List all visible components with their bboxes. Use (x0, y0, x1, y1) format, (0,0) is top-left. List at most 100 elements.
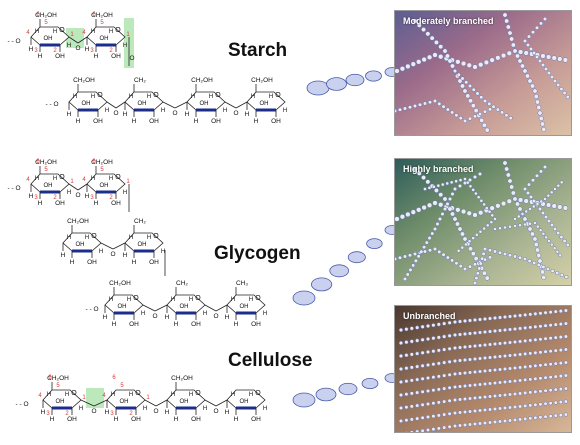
polymer-bead (490, 213, 495, 218)
polymer-bead (540, 210, 546, 216)
c1-h-lower-label: H (203, 406, 207, 412)
polymer-bead (538, 169, 544, 174)
polymer-bead (404, 418, 409, 423)
polymer-bead (462, 236, 468, 242)
polymer-bead (518, 391, 523, 396)
carbon-number-5: 5 (56, 383, 60, 389)
polymer-bead (538, 389, 543, 394)
c2-oh-label: OH (251, 416, 261, 423)
polymer-bead (509, 36, 515, 42)
polymer-bead (548, 414, 553, 419)
polymer-bead (512, 404, 518, 410)
polymer-bead (512, 254, 518, 259)
carbon-number-2: 2 (53, 48, 57, 54)
polymer-bead (452, 358, 458, 364)
polymer-bead (399, 214, 406, 220)
polymer-bead (528, 377, 533, 382)
polymer-bead (523, 390, 528, 395)
polymer-bead (407, 105, 413, 110)
polymer-bead (492, 354, 498, 360)
polymer-bead (455, 207, 461, 213)
polymer-bead (479, 95, 484, 100)
polymer-bead (551, 203, 557, 209)
polymer-bead (531, 204, 536, 209)
c4-h-label: H (105, 409, 110, 416)
c3-oh-label: OH (56, 399, 65, 405)
polymer-bead (532, 88, 538, 94)
starch-bead-chain (365, 70, 382, 82)
carbon-number-6: 6 (92, 12, 96, 18)
polymer-bead (395, 216, 400, 222)
carbon-number-2: 2 (109, 195, 113, 201)
polymer-bead (522, 68, 528, 74)
polymer-bead (547, 239, 551, 243)
polymer-bead (518, 326, 523, 331)
bridging-oxygen-label: O (172, 110, 177, 117)
polymer-bead (405, 211, 411, 218)
c3-oh-label: OH (82, 101, 91, 107)
polymer-bead (487, 107, 493, 112)
polymer-bead (532, 236, 538, 242)
polymer-bead (497, 250, 503, 255)
polymer-bead (533, 363, 538, 368)
polymer-bead (467, 396, 473, 401)
polymer-bead (462, 266, 468, 272)
polymer-bead (551, 55, 557, 61)
polymer-bead (543, 401, 548, 406)
c1-h-lower-label: H (223, 108, 227, 114)
carbon-number-4: 4 (102, 393, 106, 399)
polymer-bead (528, 221, 532, 226)
polymer-bead (487, 342, 493, 347)
glycosidic-bond (100, 242, 114, 250)
polymer-bead (412, 251, 418, 257)
polymer-bead (455, 59, 461, 65)
polymer-bead (404, 353, 409, 358)
polymer-bead (412, 103, 418, 109)
polymer-bead (484, 206, 489, 210)
c5-h-label: H (251, 94, 255, 100)
c2-oh-label: OH (87, 259, 97, 266)
polymer-bead (530, 231, 535, 237)
polymer-bead (404, 340, 409, 345)
polymer-bead (540, 269, 545, 275)
chain-continuation: - - O (16, 401, 29, 408)
polymer-bead (526, 34, 532, 39)
carbon-number-6: 6 (112, 375, 116, 381)
polymer-bead (410, 209, 416, 215)
polymer-bead (482, 394, 488, 400)
chain-continuation: - - O (86, 306, 99, 313)
polymer-bead (543, 388, 548, 393)
polymer-bead (538, 363, 543, 368)
polymer-bead (447, 320, 452, 325)
polymer-bead (471, 236, 476, 240)
polymer-bead (457, 345, 463, 350)
polymer-bead (493, 217, 497, 221)
polymer-bead (395, 256, 398, 262)
polymer-bead (409, 352, 414, 357)
ring-oxygen-label: O (215, 92, 221, 99)
c3-h-label: H (174, 321, 179, 328)
c3-oh-label: OH (260, 101, 269, 107)
c3-oh-label: OH (240, 399, 249, 405)
polymer-bead (398, 327, 404, 333)
polymer-bead (507, 379, 513, 384)
polymer-bead (442, 386, 447, 391)
c2-oh-label: OH (129, 321, 139, 328)
c1-h-lower-label: H (99, 249, 103, 255)
polymer-bead (484, 275, 490, 281)
polymer-bead (404, 405, 409, 410)
polymer-bead (504, 113, 509, 118)
ring-oxygen-label: O (59, 27, 65, 34)
polymer-bead (495, 55, 501, 61)
carbon-number-4: 4 (26, 30, 30, 36)
polymer-bead (430, 231, 435, 236)
polymer-bead (462, 409, 468, 415)
polymer-bead (538, 376, 543, 381)
polymer-bead (409, 339, 414, 344)
polymer-bead (422, 245, 427, 250)
polymer-bead (502, 327, 508, 333)
polymer-bead (481, 251, 486, 256)
polymer-bead (487, 381, 493, 386)
polymer-bead (534, 173, 540, 178)
polymer-bead (462, 370, 468, 376)
